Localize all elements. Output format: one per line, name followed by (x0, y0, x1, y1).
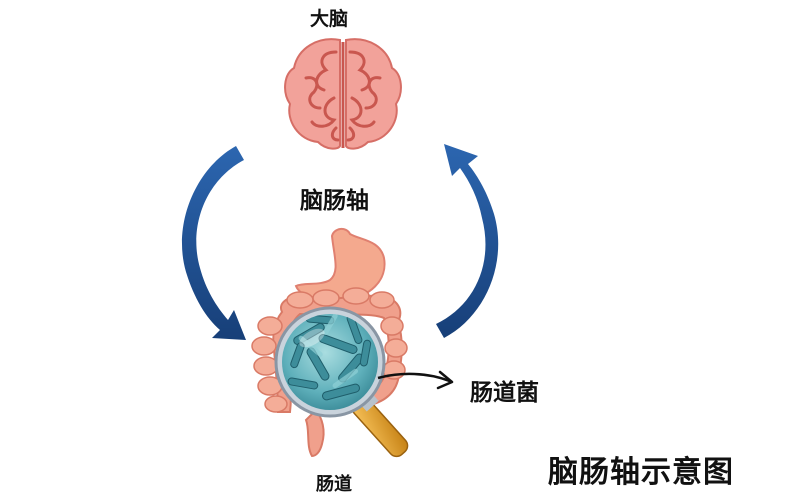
arrow-up-icon (436, 144, 499, 338)
bacteria-label: 肠道菌 (470, 380, 539, 406)
diagram-caption: 脑肠轴示意图 (548, 455, 734, 490)
brain-icon (284, 38, 402, 150)
axis-label: 脑肠轴 (300, 188, 369, 214)
bacteria-icon (287, 314, 372, 401)
gut-label: 肠道 (316, 474, 352, 495)
magnifier-icon (274, 306, 409, 458)
brain-label: 大脑 (310, 8, 349, 30)
pointer-arrow-icon (377, 370, 454, 390)
intestine-icon (251, 228, 408, 458)
arrow-down-icon (181, 146, 246, 340)
